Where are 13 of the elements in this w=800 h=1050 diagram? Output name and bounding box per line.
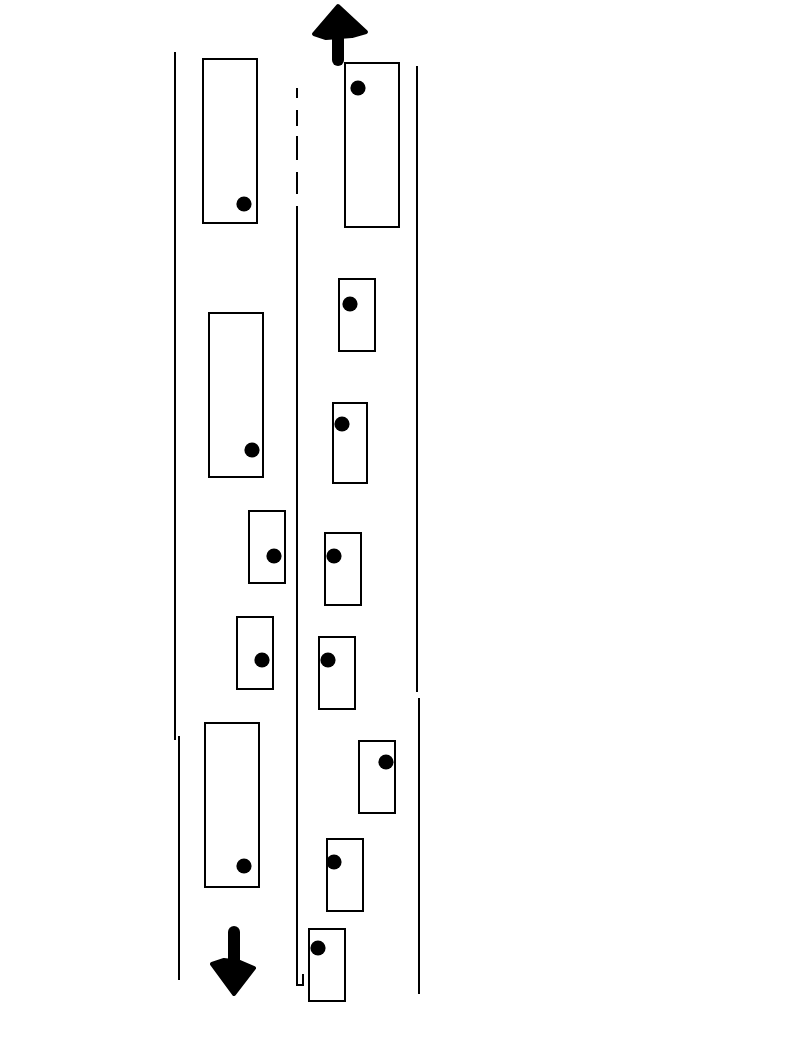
vehicle — [248, 510, 286, 584]
vehicle — [338, 278, 376, 352]
vehicle — [324, 532, 362, 606]
vehicle — [318, 636, 356, 710]
vehicle — [344, 62, 400, 228]
vehicle — [308, 928, 346, 1002]
vehicle — [204, 722, 260, 888]
vehicle — [332, 402, 368, 484]
vehicle — [358, 740, 396, 814]
vehicle — [326, 838, 364, 912]
vehicle — [202, 58, 258, 224]
vehicle — [208, 312, 264, 478]
vehicle — [236, 616, 274, 690]
